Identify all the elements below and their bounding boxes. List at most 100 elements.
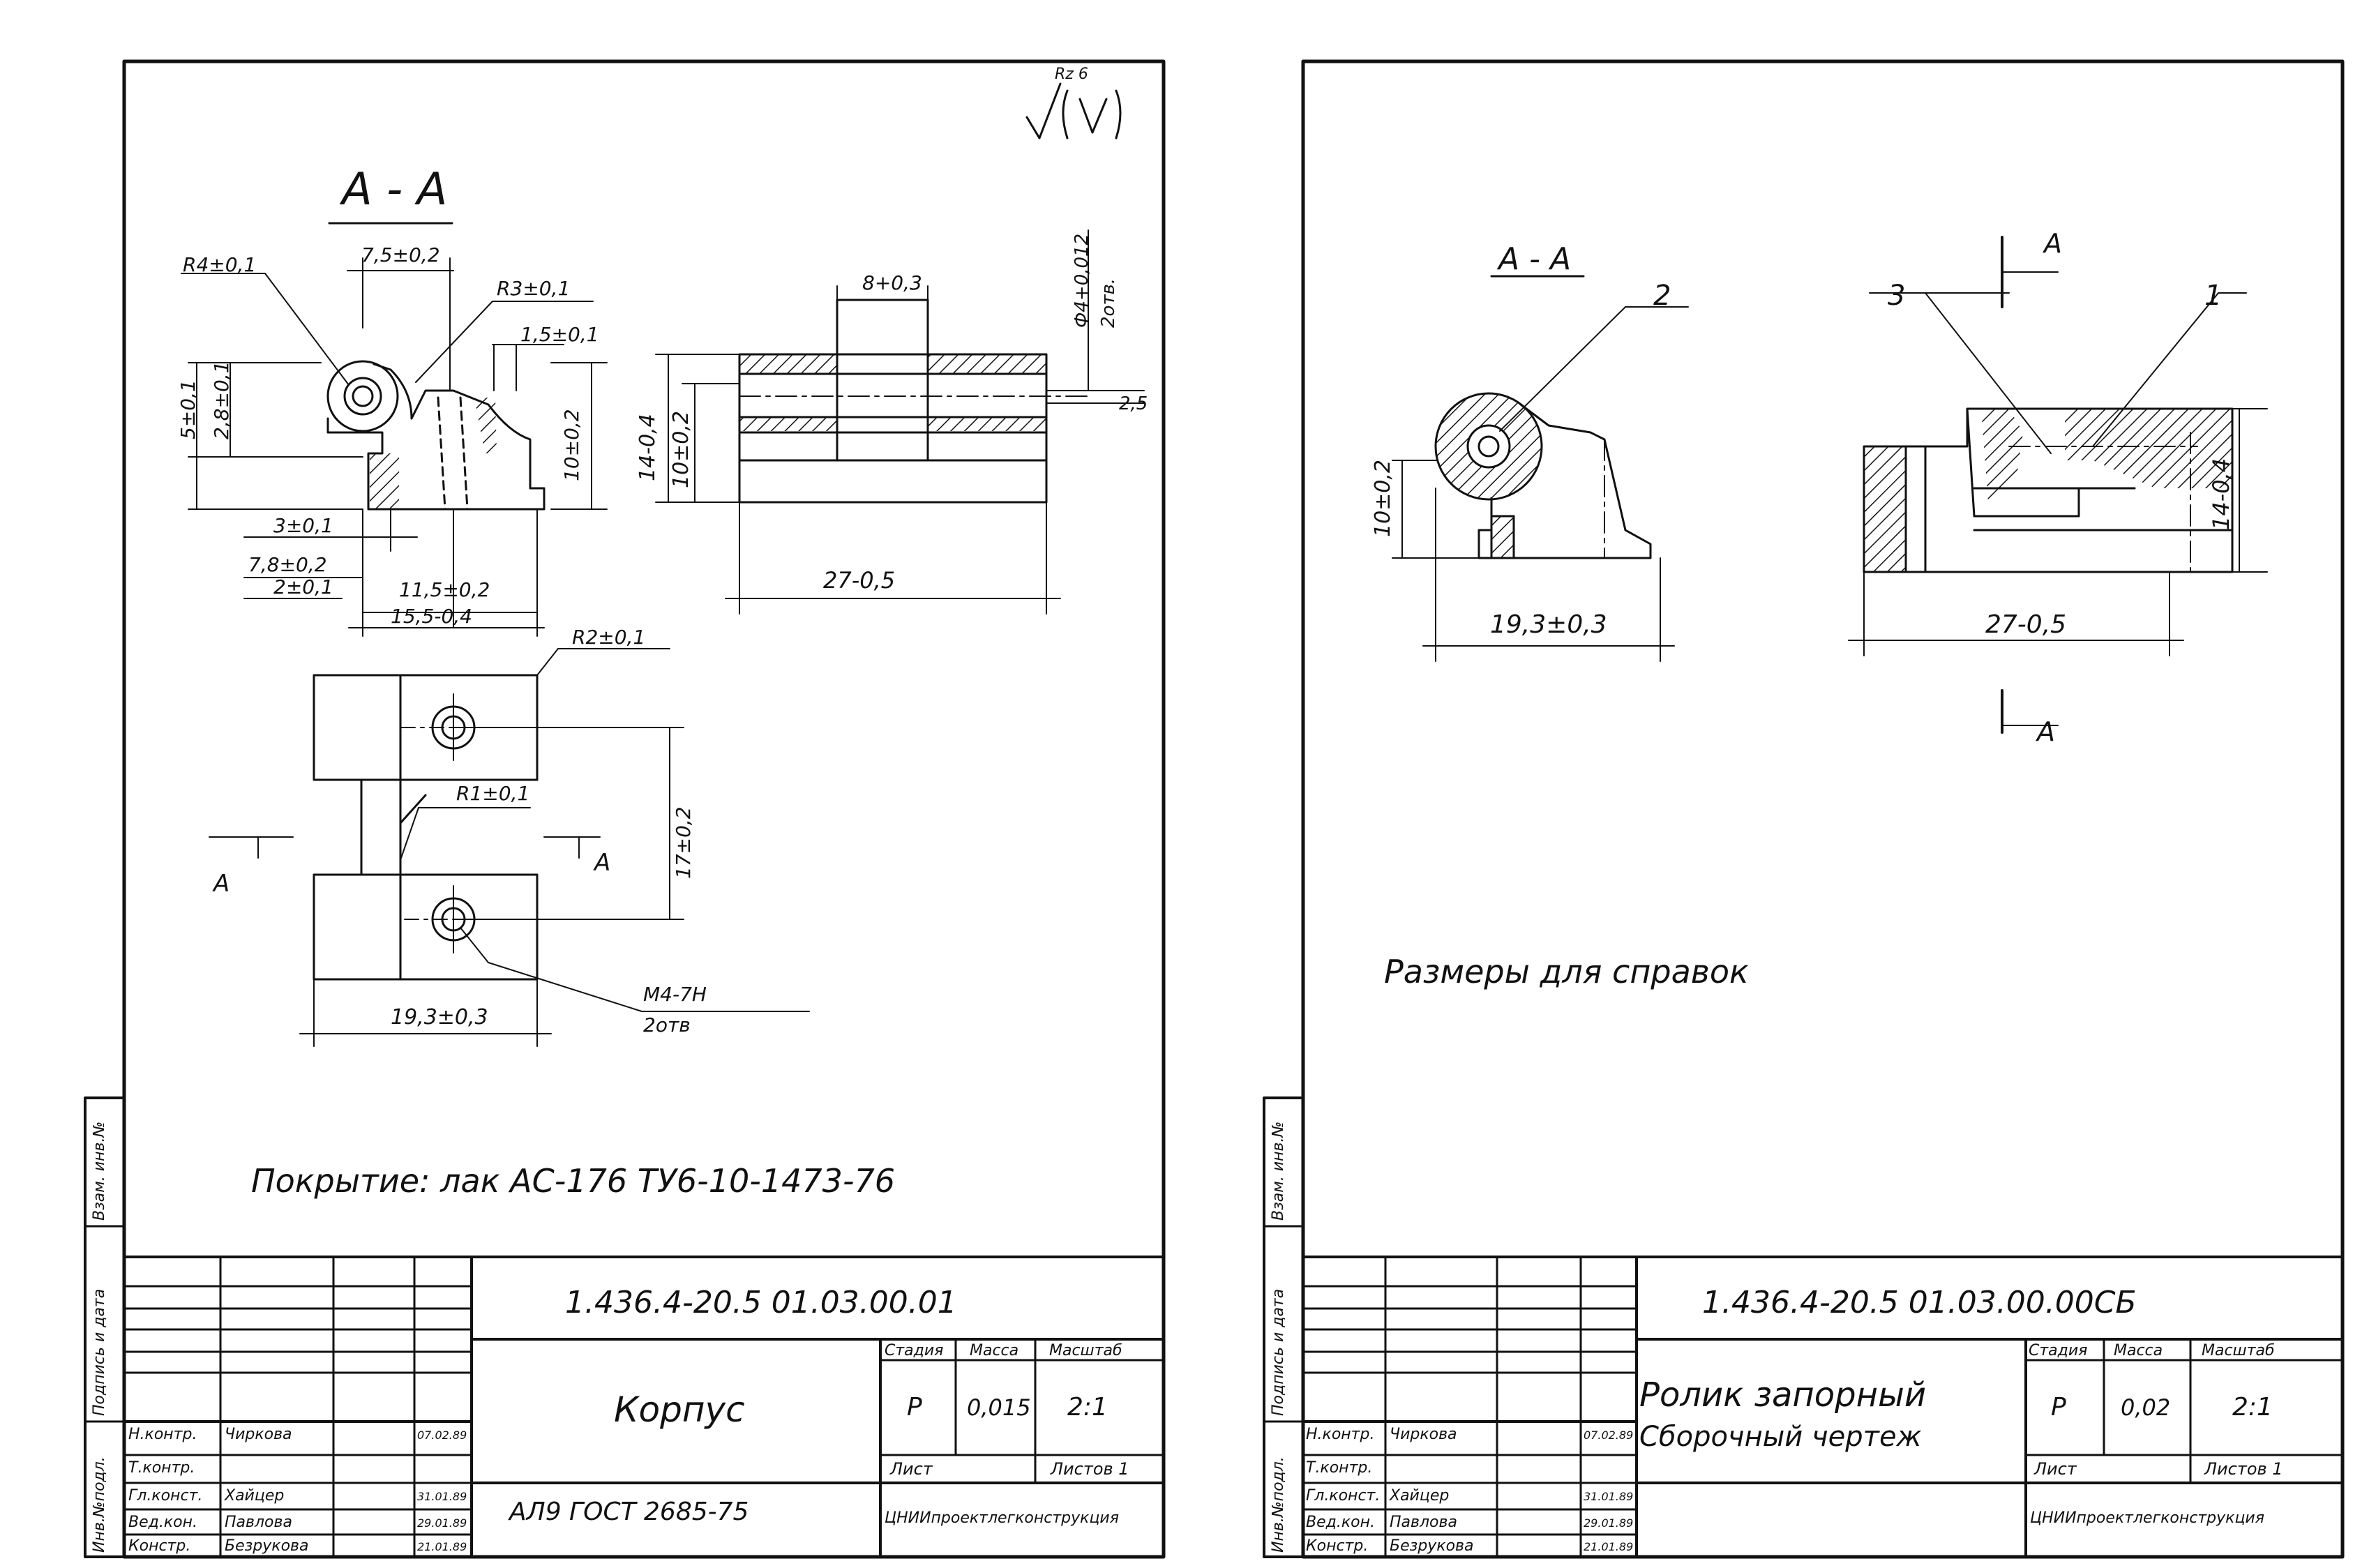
cut-a-right: А [594,849,611,877]
header-mass-right: Масса [2114,1342,2163,1359]
date-2: 31.01.89 [417,1490,467,1503]
person-2: Хайцер [225,1487,285,1505]
dim-m4-holes: 2отв [643,1013,691,1036]
material: АЛ9 ГОСТ 2685-75 [509,1498,749,1526]
organization: ЦНИИпроектлегконструкция [885,1509,1119,1527]
header-mass: Масса [970,1342,1019,1359]
sheet-label: Лист [890,1459,933,1479]
date-0-right: 07.02.89 [1584,1428,1634,1442]
sheets-label: Листов 1 [1051,1459,1129,1479]
drawing-code: 1.436.4-20.5 01.03.00.01 [565,1285,957,1320]
organization-right: ЦНИИпроектлегконструкция [2030,1509,2264,1527]
cut-a-left: А [213,870,230,898]
person-0-right: Чиркова [1390,1426,1457,1443]
position-1: 1 [2204,280,2223,312]
date-0: 07.02.89 [417,1428,467,1442]
person-0: Чиркова [225,1426,292,1443]
dim-r3: R3±0,1 [497,277,571,300]
side-strip-inv-left: Инв.№подл. [91,1456,108,1553]
dim-m4: М4-7Н [643,983,707,1006]
role-konstr-right: Констр. [1306,1537,1369,1555]
part-name: Корпус [614,1389,745,1430]
stage-value-right: Р [2051,1393,2066,1422]
dim-1-5: 1,5±0,1 [520,323,599,346]
dim-27-right: 27-0,5 [1985,610,2067,639]
dim-2-5: 2,5 [1119,393,1148,414]
dim-phi4: Ф4+0,012 [1072,233,1092,328]
left-side-view [738,299,1089,504]
coating-note: Покрытие: лак АС-176 ТУ6-10-1473-76 [251,1162,896,1200]
dim-2: 2±0,1 [273,575,333,598]
dim-11-5: 11,5±0,2 [399,578,490,601]
role-gl-konst-right: Гл.конст. [1306,1487,1381,1505]
drawing-code-right: 1.436.4-20.5 01.03.00.00СБ [1702,1285,2137,1320]
position-3: 3 [1888,280,1906,312]
part-name-line2: Сборочный чертеж [1639,1421,1922,1453]
cut-a-bottom: А [2037,716,2055,747]
dim-8: 8+0,3 [862,271,922,294]
sheets-label-right: Листов 1 [2204,1459,2283,1479]
position-2: 2 [1653,280,1671,312]
dim-10-side: 10±0,2 [669,410,693,488]
role-ved-kon-right: Вед.кон. [1306,1514,1375,1531]
role-konstr: Констр. [128,1537,191,1555]
dim-r1: R1±0,1 [456,782,530,805]
header-stage: Стадия [885,1342,944,1359]
dim-r2: R2±0,1 [572,626,646,649]
dim-14: 14-0,4 [636,414,660,481]
right-section-aa-view [1434,392,1652,559]
side-strip-inv-right: Инв.№подл. [1270,1456,1287,1553]
dim-2-8: 2,8±0,1 [210,361,233,439]
dim-7-8: 7,8±0,2 [248,553,327,576]
header-scale: Масштаб [1049,1342,1122,1359]
side-strip-sign-left: Подпись и дата [91,1288,108,1416]
dim-14-right: 14-0,4 [2208,458,2234,530]
dim-27: 27-0,5 [823,567,896,594]
date-4: 21.01.89 [417,1540,467,1553]
roughness-label: Rz 6 [1055,66,1088,83]
dim-17: 17±0,2 [672,806,695,879]
section-label-aa: А - А [342,164,448,216]
side-strip-replace-left: Взам. инв.№ [91,1121,108,1221]
left-plan-view [313,674,539,981]
left-sheet-frame [84,59,1166,1559]
side-strip-replace-right: Взам. инв.№ [1270,1121,1287,1221]
side-strip-sign-right: Подпись и дата [1270,1288,1287,1416]
sheet-label-right: Лист [2034,1459,2077,1479]
right-side-view [1863,407,2234,573]
section-label-aa-right: А - А [1498,241,1572,277]
person-3-right: Павлова [1390,1514,1457,1531]
part-name-line1: Ролик запорный [1639,1375,1927,1415]
dim-3: 3±0,1 [273,514,333,537]
dim-r4: R4±0,1 [183,253,257,276]
date-2-right: 31.01.89 [1584,1490,1634,1503]
dim-10-left: 10±0,2 [560,409,583,481]
stage-value: Р [907,1393,922,1422]
date-3: 29.01.89 [417,1516,467,1530]
dim-10-right: 10±0,2 [1371,459,1395,537]
role-ved-kon: Вед.кон. [128,1514,197,1531]
role-gl-konst: Гл.конст. [128,1487,203,1505]
role-t-kontr-right: Т.контр. [1306,1459,1373,1477]
right-sheet-frame [1263,59,2345,1559]
mass-value-right: 0,02 [2121,1394,2171,1421]
person-4: Безрукова [225,1537,309,1555]
role-t-kontr: Т.контр. [128,1459,195,1477]
left-section-aa-view [326,257,546,511]
header-scale-right: Масштаб [2202,1342,2275,1359]
date-4-right: 21.01.89 [1584,1540,1634,1553]
scale-value-right: 2:1 [2232,1393,2273,1422]
date-3-right: 29.01.89 [1584,1516,1634,1530]
cut-a-top: А [2044,228,2062,259]
mass-value: 0,015 [967,1394,1031,1421]
dim-holes: 2отв. [1098,278,1119,328]
role-n-kontr: Н.контр. [128,1426,197,1443]
dim-19-3: 19,3±0,3 [391,1005,488,1030]
person-3: Павлова [225,1514,292,1531]
scale-value: 2:1 [1067,1393,1108,1422]
dim-7-5: 7,5±0,2 [361,243,440,266]
reference-note: Размеры для справок [1384,953,1749,990]
dim-5: 5±0,1 [176,379,200,439]
person-4-right: Безрукова [1390,1537,1474,1555]
